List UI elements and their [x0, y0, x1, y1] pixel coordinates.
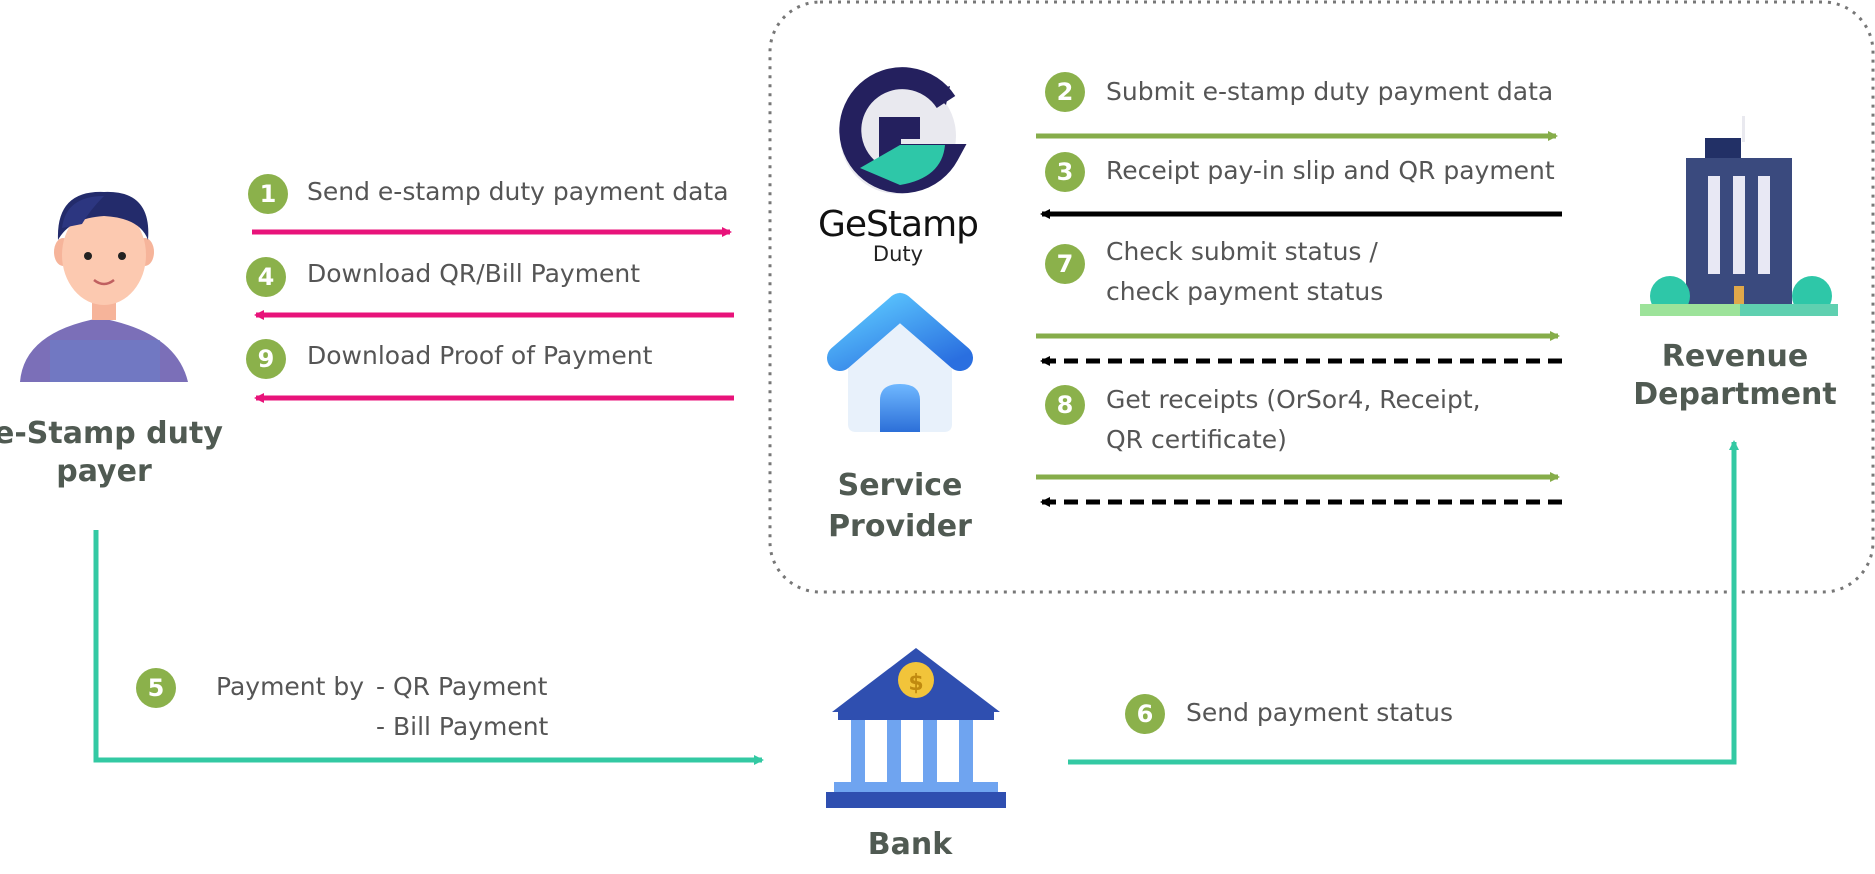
person-icon [20, 191, 188, 382]
step-2-label: Submit e-stamp duty payment data [1106, 77, 1554, 106]
svg-text:$: $ [908, 671, 923, 696]
step-3-badge: 3 [1045, 152, 1085, 192]
step-2-badge: 2 [1045, 72, 1085, 112]
step-6-badge: 6 [1125, 694, 1165, 734]
step-7-badge: 7 [1045, 244, 1085, 284]
bank-icon: $ [826, 648, 1006, 808]
step-7-label-line2: check payment status [1106, 277, 1384, 306]
step-5-label: Payment by [216, 672, 365, 701]
gestamp-logo-icon [839, 67, 967, 194]
gestamp-logo-sub: Duty [872, 242, 924, 266]
arrow-step-6 [1068, 440, 1739, 765]
step-8-label-line2: QR certificate) [1106, 425, 1287, 454]
step-3-label: Receipt pay-in slip and QR payment [1106, 156, 1555, 185]
revenue-department-label-line1: Revenue [1661, 339, 1809, 374]
arrow-step-5 [93, 530, 764, 765]
step-6-label: Send payment status [1186, 698, 1454, 727]
step-1-label: Send e-stamp duty payment data [307, 177, 729, 206]
service-provider-label-line2: Provider [828, 509, 972, 544]
house-icon [827, 292, 973, 432]
step-5-option-bill: - Bill Payment [376, 712, 549, 741]
step-7-label-line1: Check submit status / [1106, 237, 1378, 266]
step-4-badge: 4 [246, 257, 286, 297]
step-9-badge: 9 [246, 339, 286, 379]
service-provider-label-line1: Service [837, 468, 963, 503]
revenue-department-label-line2: Department [1633, 377, 1837, 412]
step-8-badge: 8 [1045, 385, 1085, 425]
step-1-badge: 1 [248, 174, 288, 214]
step-5-option-qr: - QR Payment [376, 672, 548, 701]
service-provider-boundary [768, 0, 1875, 594]
building-icon [1640, 116, 1838, 316]
step-9-label: Download Proof of Payment [307, 341, 653, 370]
gestamp-logo-name: GeStamp [818, 204, 979, 245]
step-5-badge: 5 [136, 668, 176, 708]
bank-label: Bank [867, 827, 953, 862]
payer-label-line1: e-Stamp duty [0, 416, 223, 451]
payer-label-line2: payer [56, 454, 152, 489]
step-8-label-line1: Get receipts (OrSor4, Receipt, [1106, 385, 1481, 414]
step-4-label: Download QR/Bill Payment [307, 259, 641, 288]
